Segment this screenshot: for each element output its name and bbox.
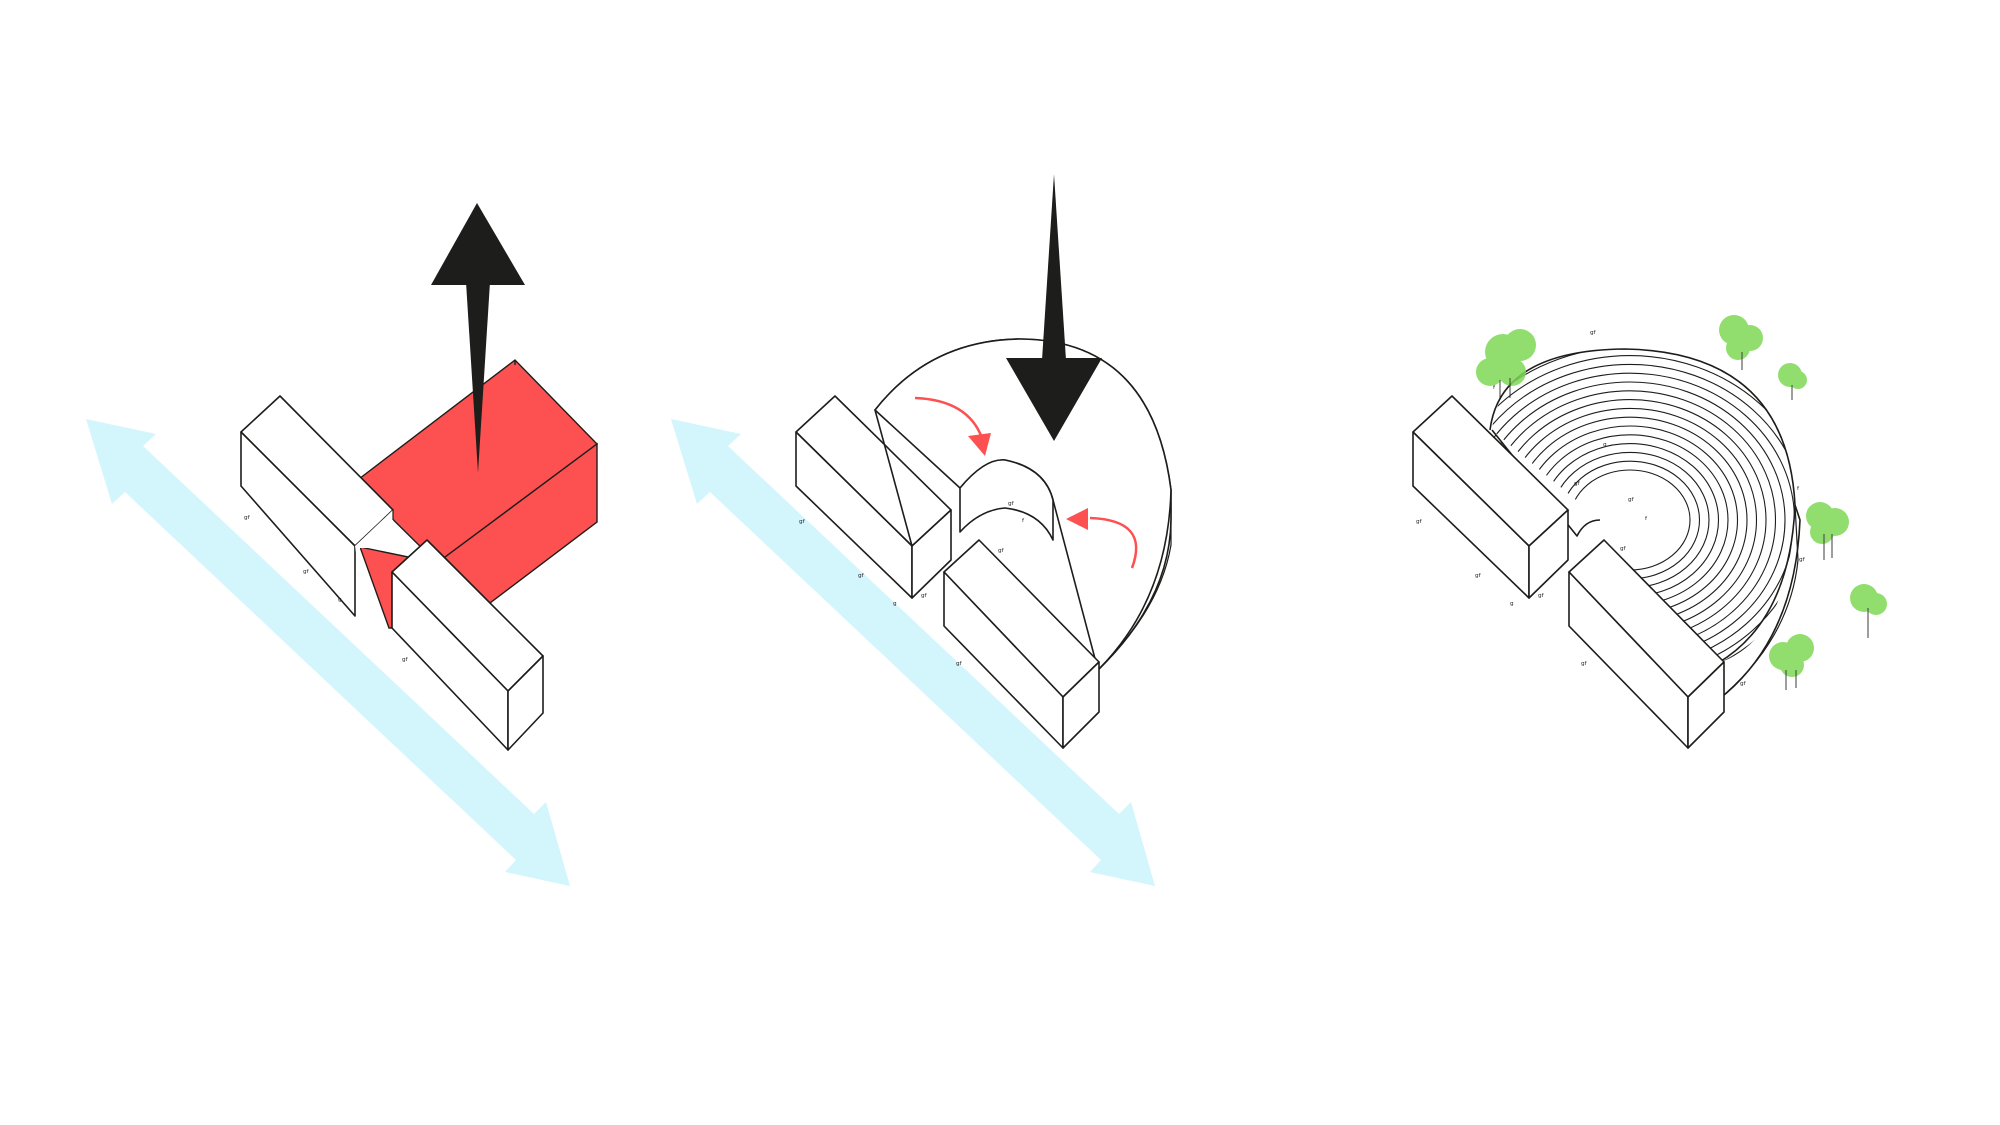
flow-arrow-1	[86, 419, 570, 886]
tree	[1476, 329, 1536, 400]
rotation-arrow-right	[1066, 508, 1138, 569]
person-icon: ᵍᶠ	[1799, 557, 1806, 567]
trees	[1476, 315, 1887, 690]
rotation-arrow-left	[914, 396, 991, 456]
flow-arrow-2	[671, 419, 1155, 886]
tree	[1769, 634, 1814, 690]
person-icon: ᶠ	[1493, 385, 1496, 395]
person-icon: ᵍᶠ	[1620, 546, 1627, 556]
person-icon: ᵍᶠ	[303, 569, 310, 579]
up-arrow	[431, 203, 525, 473]
person-icon: ᵍᶠ	[998, 548, 1005, 558]
panel-step-2: ᵍᶠ ᵍᶠ ᵍ ᵍᶠ ᵍᶠ ᵍᶠ ᶠ ᵍᶠ	[671, 174, 1172, 886]
amphitheater-step	[1492, 355, 1795, 663]
panel-step-1: ᵍᶠ ᵍᶠ ᵍ ᵍᶠ	[86, 203, 599, 886]
person-icon: ᵍᶠ	[1628, 497, 1635, 507]
person-icon: ᵍᶠ	[921, 593, 928, 603]
person-icon: ᵍᶠ	[956, 661, 963, 671]
tree	[1778, 363, 1807, 400]
person-icon: ᵍᶠ	[1574, 481, 1581, 491]
amphitheater-step	[1492, 363, 1795, 663]
down-arrow	[1006, 174, 1102, 441]
person-icon: ᵍᶠ	[799, 519, 806, 529]
person-icon: ᵍᶠ	[1416, 519, 1423, 529]
slab-building-left-2	[795, 395, 952, 599]
slab-building-right-1	[391, 539, 544, 751]
person-icon: ᵍᶠ	[244, 515, 251, 525]
tree	[1806, 502, 1849, 560]
person-icon: ᵍ	[1603, 442, 1607, 452]
person-icon: ᵍᶠ	[858, 573, 865, 583]
slab-building-right-3	[1568, 539, 1725, 749]
panel-step-3: ᵍᶠ ᵍᶠ ᵍ ᵍᶠ ᵍᶠ ᵍᶠ ᶠ ᵍ ᵍᶠ ᵍᶠ ᶠ ᵍᶠ ᶠ ᵍᶠ ᵍᶠ	[1412, 315, 1887, 749]
person-icon: ᵍᶠ	[402, 657, 409, 667]
tree	[1719, 315, 1763, 370]
person-icon: ᶠ	[1022, 518, 1025, 528]
tree	[1850, 584, 1887, 638]
person-icon: ᵍᶠ	[1740, 681, 1747, 691]
slab-building-left-1	[240, 395, 394, 617]
person-icon: ᵍᶠ	[1475, 573, 1482, 583]
person-icon: ᵍ	[893, 601, 897, 611]
slab-building-left-3	[1412, 395, 1569, 599]
slab-building-right-2	[943, 539, 1100, 749]
person-icon: ᶠ	[1645, 516, 1648, 526]
person-icon: ᵍ	[1510, 601, 1514, 611]
person-icon: ᵍᶠ	[1538, 593, 1545, 603]
person-icon: ᵍᶠ	[1590, 330, 1597, 340]
person-icon: ᶠ	[1797, 486, 1800, 496]
stepped-amphitheater	[1489, 348, 1801, 701]
person-icon: ᵍᶠ	[1581, 661, 1588, 671]
person-icon: ᵍᶠ	[1008, 501, 1015, 511]
person-icon: ᵍ	[338, 597, 342, 607]
circular-volume	[874, 338, 1172, 671]
